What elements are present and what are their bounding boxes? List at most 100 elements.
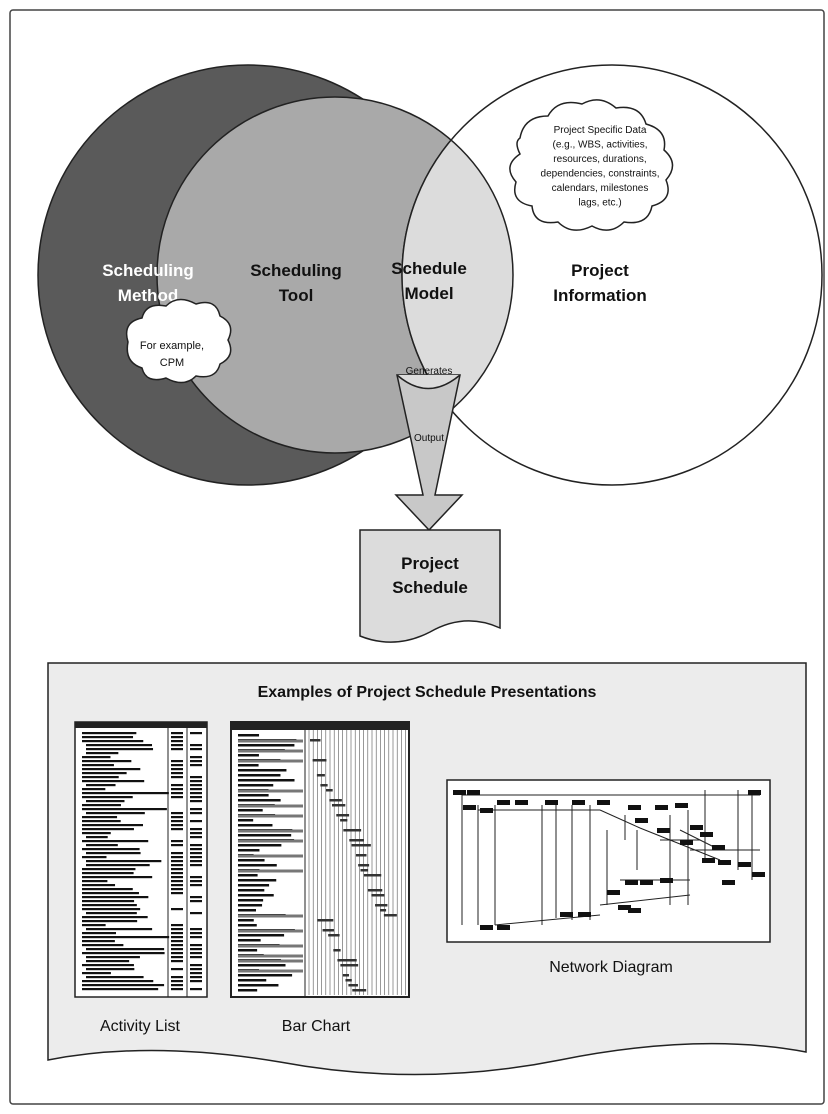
activity-row-line bbox=[82, 772, 127, 775]
activity-row-cell bbox=[190, 876, 202, 879]
gantt-bar bbox=[316, 774, 325, 777]
bar-row-label bbox=[238, 949, 258, 952]
bar-row-label bbox=[238, 939, 261, 942]
bar-row-label bbox=[238, 834, 292, 837]
activity-row-line bbox=[82, 892, 139, 895]
activity-row-cell bbox=[190, 792, 202, 795]
bar-row-label bbox=[238, 884, 270, 887]
activity-row-cell bbox=[190, 812, 202, 815]
activity-row-cell bbox=[171, 884, 183, 887]
network-node bbox=[635, 818, 648, 823]
activity-row-cell bbox=[171, 796, 183, 799]
bar-row-label bbox=[238, 859, 265, 862]
activity-row-cell bbox=[171, 888, 183, 891]
bar-row-shade bbox=[238, 854, 303, 858]
bar-row-label bbox=[238, 934, 285, 937]
bar-row-label bbox=[238, 964, 286, 967]
activity-row-line bbox=[82, 780, 145, 783]
project-information-label-2: Information bbox=[553, 286, 647, 305]
bar-row-label bbox=[238, 844, 282, 847]
bar-row-shade bbox=[238, 944, 303, 948]
network-node bbox=[480, 808, 493, 813]
bar-row-label bbox=[238, 909, 257, 912]
activity-row-line bbox=[82, 944, 124, 947]
activity-row-cell bbox=[190, 948, 202, 951]
gantt-bar bbox=[352, 989, 367, 992]
output-arrow bbox=[394, 374, 464, 532]
bar-row-label bbox=[238, 764, 259, 767]
activity-row-cell bbox=[190, 808, 202, 811]
activity-row-cell bbox=[190, 828, 202, 831]
activity-row-cell bbox=[190, 976, 202, 979]
activity-row-line bbox=[86, 976, 144, 979]
activity-row-cell bbox=[190, 860, 202, 863]
activity-row-line bbox=[82, 768, 141, 771]
activity-row-cell bbox=[190, 944, 202, 947]
network-node bbox=[718, 860, 731, 865]
activity-row-line bbox=[82, 896, 149, 899]
activity-row-cell bbox=[171, 940, 183, 943]
activity-row-line bbox=[82, 776, 119, 779]
network-node bbox=[738, 862, 751, 867]
activity-row-cell bbox=[190, 912, 202, 915]
gantt-bar bbox=[337, 959, 357, 962]
activity-row-line bbox=[82, 876, 153, 879]
activity-row-line bbox=[86, 844, 118, 847]
network-node bbox=[655, 805, 668, 810]
project-schedule-label-2: Schedule bbox=[392, 578, 468, 597]
gantt-bar bbox=[340, 964, 359, 967]
activity-row-line bbox=[82, 824, 144, 827]
examples-title: Examples of Project Schedule Presentatio… bbox=[258, 684, 597, 701]
network-node bbox=[545, 800, 558, 805]
bar-row-label bbox=[238, 769, 287, 772]
network-node bbox=[675, 803, 688, 808]
bar-row-label bbox=[238, 824, 273, 827]
network-node bbox=[480, 925, 493, 930]
activity-row-line bbox=[82, 840, 149, 843]
gantt-bar bbox=[340, 819, 348, 822]
generates-label: Generates bbox=[406, 366, 453, 377]
activity-row-line bbox=[82, 808, 167, 811]
activity-row-cell bbox=[171, 840, 183, 843]
activity-row-line bbox=[82, 848, 140, 851]
activity-row-cell bbox=[190, 744, 202, 747]
schedule-model-label-2: Model bbox=[404, 284, 453, 303]
bar-row-shade bbox=[238, 829, 303, 833]
gantt-bar bbox=[367, 889, 383, 892]
activity-row-cell bbox=[190, 880, 202, 883]
activity-row-cell bbox=[171, 852, 183, 855]
network-node bbox=[702, 858, 715, 863]
activity-row-cell bbox=[171, 776, 183, 779]
activity-row-line bbox=[82, 980, 154, 983]
activity-row-cell bbox=[171, 788, 183, 791]
activity-row-cell bbox=[171, 732, 183, 735]
activity-row-line bbox=[86, 836, 108, 839]
activity-row-cell bbox=[171, 764, 183, 767]
activity-row-line bbox=[86, 956, 140, 959]
activity-row-cell bbox=[171, 768, 183, 771]
activity-row-cell bbox=[171, 748, 183, 751]
activity-row-cell bbox=[190, 956, 202, 959]
activity-row-line bbox=[86, 928, 153, 931]
activity-row-cell bbox=[171, 772, 183, 775]
activity-row-line bbox=[82, 900, 135, 903]
lens-tip bbox=[396, 374, 461, 390]
activity-row-cell bbox=[171, 744, 183, 747]
gantt-bar bbox=[349, 839, 364, 842]
activity-row-cell bbox=[190, 884, 202, 887]
example-cloud-line-2: CPM bbox=[160, 357, 184, 369]
activity-row-line bbox=[82, 832, 111, 835]
activity-row-cell bbox=[171, 820, 183, 823]
bar-row-label bbox=[238, 774, 281, 777]
activity-row-cell bbox=[171, 976, 183, 979]
gantt-bar bbox=[328, 934, 340, 937]
gantt-bar bbox=[355, 854, 367, 857]
activity-row-cell bbox=[190, 836, 202, 839]
activity-row-line bbox=[82, 916, 148, 919]
bar-row-shade bbox=[238, 839, 303, 843]
activity-row-line bbox=[82, 868, 136, 871]
activity-row-line bbox=[82, 828, 134, 831]
activity-row-cell bbox=[190, 732, 202, 735]
